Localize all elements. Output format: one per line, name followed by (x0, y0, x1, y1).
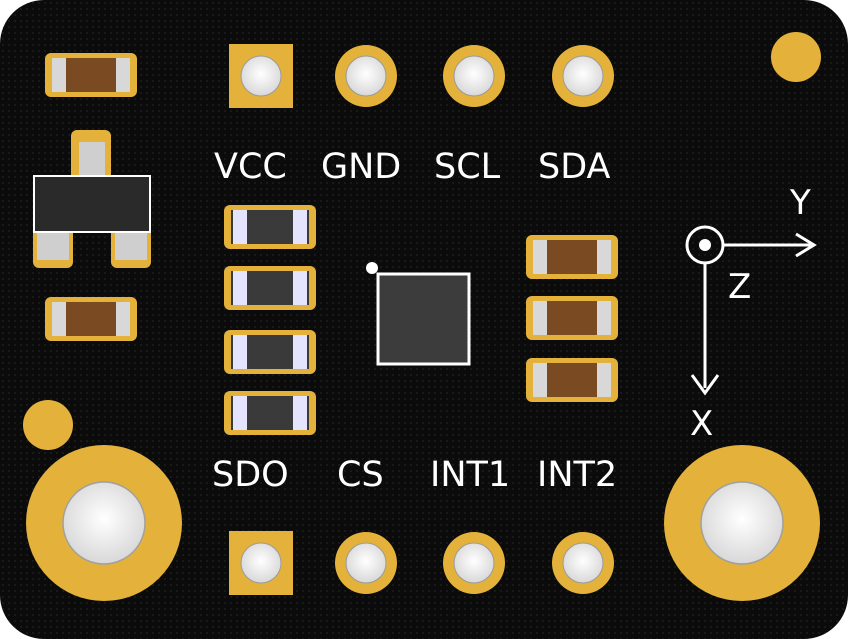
pin-label-scl: SCL (434, 147, 501, 187)
pin-label-int1: INT1 (430, 455, 511, 495)
axis-indicator (685, 225, 817, 396)
mounting-holes (26, 445, 820, 601)
pin-label-int2: INT2 (537, 455, 618, 495)
sot23-component (33, 130, 151, 268)
axis-label-z: Z (728, 267, 752, 307)
pin-label-sda: SDA (538, 147, 611, 187)
resistor-3 (224, 330, 316, 374)
capacitor-left-bottom (45, 297, 137, 341)
fiducial-left (23, 400, 73, 450)
pin-label-gnd: GND (321, 147, 402, 187)
pin-hole (562, 542, 604, 584)
resistor-2 (224, 266, 316, 310)
fiducial-top-right (771, 32, 821, 82)
pin-label-sdo: SDO (212, 455, 289, 495)
accelerometer-ic (366, 262, 471, 366)
pin-hole (562, 55, 604, 97)
resistor-1 (224, 205, 316, 249)
pin-hole (240, 542, 282, 584)
pin-hole (453, 55, 495, 97)
top-header-pins (229, 44, 614, 108)
pin-hole (345, 55, 387, 97)
pin1-marker (366, 262, 378, 274)
pin-label-vcc: VCC (214, 147, 287, 187)
pin-hole (453, 542, 495, 584)
capacitor-left-top (45, 53, 137, 97)
pin-label-cs: CS (337, 455, 384, 495)
sot23-body (33, 175, 151, 233)
capacitor-right-2 (526, 296, 618, 340)
axis-label-y: Y (790, 183, 811, 223)
pin-hole (240, 55, 282, 97)
resistor-4 (224, 391, 316, 435)
axis-label-x: X (690, 404, 714, 444)
bottom-header-pins (229, 531, 614, 595)
ic-body (376, 272, 471, 366)
capacitor-right-3 (526, 358, 618, 402)
pin-hole (345, 542, 387, 584)
capacitor-right-1 (526, 235, 618, 279)
